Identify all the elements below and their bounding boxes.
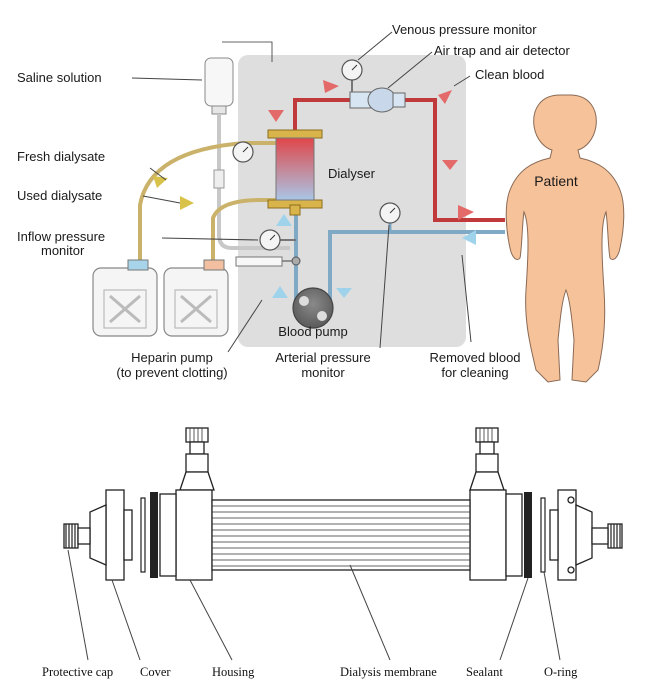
- air-trap-detector-label: Air trap and air detector: [434, 43, 571, 58]
- housing-label: Housing: [212, 665, 255, 679]
- arrow-red-1: [323, 80, 339, 93]
- venous-pressure-gauge: [341, 59, 363, 92]
- o-ring-label: O-ring: [544, 665, 578, 679]
- inflow-pressure-gauge: [259, 229, 296, 251]
- sealant-right: [524, 492, 532, 578]
- hemodialysis-circuit-diagram: Venous pressure monitor Air trap and air…: [17, 22, 625, 383]
- arrow-red-5: [458, 205, 474, 220]
- fresh-dialysate-jug: [92, 259, 158, 337]
- housing: [159, 489, 523, 581]
- arrow-red-3: [438, 90, 452, 104]
- flow-arrows: [153, 80, 476, 298]
- dialysis-membrane-label: Dialysis membrane: [340, 665, 437, 679]
- arterial-pressure-label-line2: monitor: [301, 365, 345, 380]
- dialyser-label: Dialyser: [328, 166, 376, 181]
- cover-left: [89, 489, 133, 581]
- cover-right: [549, 489, 593, 581]
- saline-solution-label: Saline solution: [17, 70, 102, 85]
- sealant-left: [150, 492, 158, 578]
- dialysate-gauge: [232, 141, 254, 163]
- arrow-yellow-1: [153, 176, 168, 188]
- o-ring-right: [540, 497, 546, 573]
- arrow-yellow-2: [180, 196, 194, 210]
- patient-label: Patient: [534, 173, 578, 189]
- arrow-blue-3: [272, 286, 288, 298]
- used-dialysate-jug: [163, 259, 229, 337]
- removed-blood-label-line1: Removed blood: [429, 350, 520, 365]
- leader-lines-bottom: [67, 549, 561, 661]
- heparin-pump-label-line1: Heparin pump: [131, 350, 213, 365]
- port-left: [179, 427, 215, 491]
- heparin-syringe: [235, 256, 301, 267]
- blood-pump-label: Blood pump: [278, 324, 347, 339]
- leader-lines-top: [131, 31, 472, 353]
- saline-bag: [204, 41, 290, 250]
- venous-pressure-monitor-label: Venous pressure monitor: [392, 22, 537, 37]
- patient-figure: [505, 94, 625, 383]
- blood-pump: [292, 287, 334, 329]
- arrow-blue-2: [276, 214, 292, 226]
- port-right: [469, 427, 505, 491]
- arterial-pressure-gauge: [379, 202, 401, 224]
- clean-blood-label: Clean blood: [475, 67, 544, 82]
- arrow-red-4: [442, 160, 458, 170]
- arrow-red-2: [268, 110, 284, 122]
- top-labels: Venous pressure monitor Air trap and air…: [17, 22, 578, 380]
- sealant-label: Sealant: [466, 665, 503, 679]
- arterial-pressure-label-line1: Arterial pressure: [275, 350, 370, 365]
- removed-blood-label-line2: for cleaning: [441, 365, 508, 380]
- heparin-pump-label-line2: (to prevent clotting): [116, 365, 227, 380]
- air-trap-detector: [349, 87, 406, 113]
- dialyser-cross-section-diagram: Protective cap Cover Housing Dialysis me…: [42, 427, 623, 679]
- arrow-blue-1: [462, 230, 476, 245]
- dialysate-lines: [138, 141, 278, 262]
- used-dialysate-label: Used dialysate: [17, 188, 102, 203]
- o-ring-left: [140, 497, 146, 573]
- bottom-labels: Protective cap Cover Housing Dialysis me…: [42, 665, 578, 679]
- blood-lines: [293, 98, 505, 300]
- dialyser: [267, 129, 323, 216]
- inflow-pressure-label-line2: monitor: [41, 243, 85, 258]
- protective-cap-left: [63, 523, 91, 549]
- fresh-dialysate-label: Fresh dialysate: [17, 149, 105, 164]
- protective-cap-right: [591, 523, 623, 549]
- arrow-blue-4: [336, 288, 352, 298]
- protective-cap-label: Protective cap: [42, 665, 113, 679]
- inflow-pressure-label-line1: Inflow pressure: [17, 229, 105, 244]
- cover-label: Cover: [140, 665, 171, 679]
